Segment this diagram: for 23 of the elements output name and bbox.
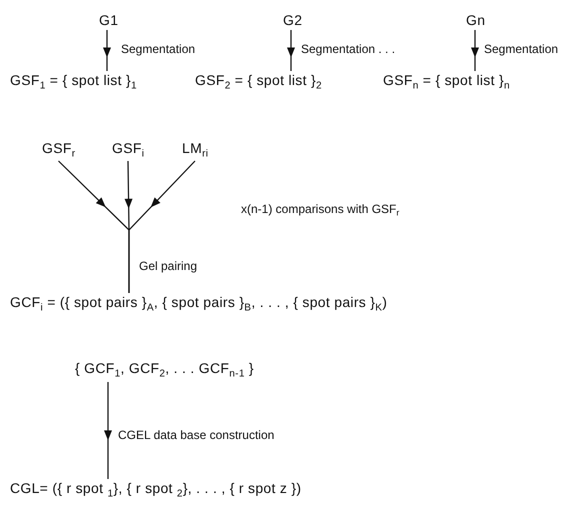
formula-text: GSF$_{2}$ = { spot list }$_{2}$ (195, 72, 322, 93)
arrow (104, 382, 112, 479)
formula-text: GSF$_{i}$ (112, 140, 144, 161)
formula-text: LM$_{ri}$ (182, 140, 208, 161)
edge-label: Segmentation (483, 42, 560, 56)
arrow (103, 30, 111, 71)
formula-text: CGL= ({ r spot $_{1}$}, { r spot $_{2}$}, . . . , { r spot z }) (10, 480, 302, 501)
edge-label: Gel pairing (138, 259, 198, 273)
edge-label: CGEL data base construction (117, 428, 276, 442)
edge-label: Segmentation (120, 42, 196, 56)
formula-text: G2 (283, 12, 302, 29)
note-text: x(n-1) comparisons with GSF$_{r}$ (240, 202, 400, 218)
formula-text: GSF$_{r}$ (42, 140, 76, 161)
arrow (287, 30, 295, 71)
arrow (471, 30, 479, 71)
formula-text: GSF$_{n}$ = { spot list }$_{n}$ (383, 72, 510, 93)
formula-text: { GCF$_{1}$, GCF$_{2}$, . . . GCF$_{n-1}$ } (75, 360, 254, 381)
formula-text: GSF$_{1}$ = { spot list }$_{1}$ (10, 72, 137, 93)
edge-label: Segmentation . . . (300, 42, 396, 56)
arrow (128, 160, 196, 293)
formula-text: GCF$_{i}$ = ({ spot pairs }$_{A}$, { spot pairs }$_{B}$, . . . , { spot pairs }$_{K}$) (10, 294, 388, 315)
formula-text: G1 (99, 12, 118, 29)
formula-text: Gn (466, 12, 486, 29)
